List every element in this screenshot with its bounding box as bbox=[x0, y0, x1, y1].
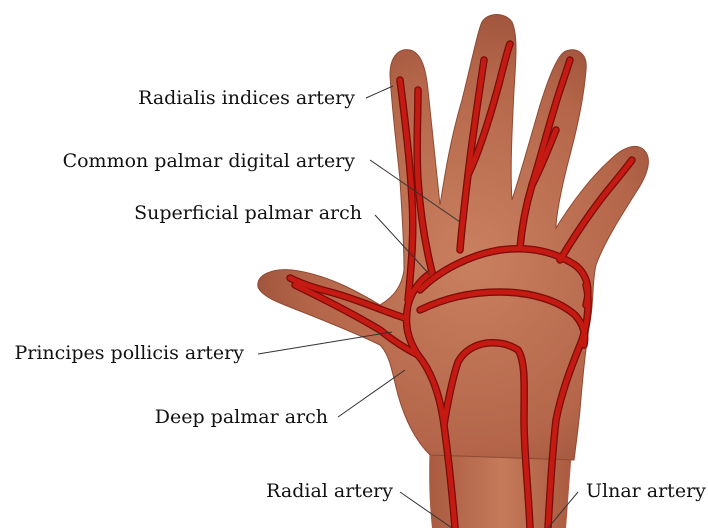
label-common-palmar-digital: Common palmar digital artery bbox=[63, 150, 356, 172]
label-radial-artery: Radial artery bbox=[266, 480, 393, 502]
label-ulnar-artery: Ulnar artery bbox=[586, 480, 706, 502]
label-superficial-palmar-arch: Superficial palmar arch bbox=[134, 202, 362, 224]
label-princeps-pollicis: Principes pollicis artery bbox=[14, 342, 244, 364]
label-radialis-indices: Radialis indices artery bbox=[138, 87, 355, 109]
label-deep-palmar-arch: Deep palmar arch bbox=[155, 406, 328, 428]
leader-deep-palmar-arch bbox=[338, 370, 405, 417]
leader-radialis-indices bbox=[366, 86, 393, 98]
leader-princeps-pollicis bbox=[258, 332, 392, 354]
